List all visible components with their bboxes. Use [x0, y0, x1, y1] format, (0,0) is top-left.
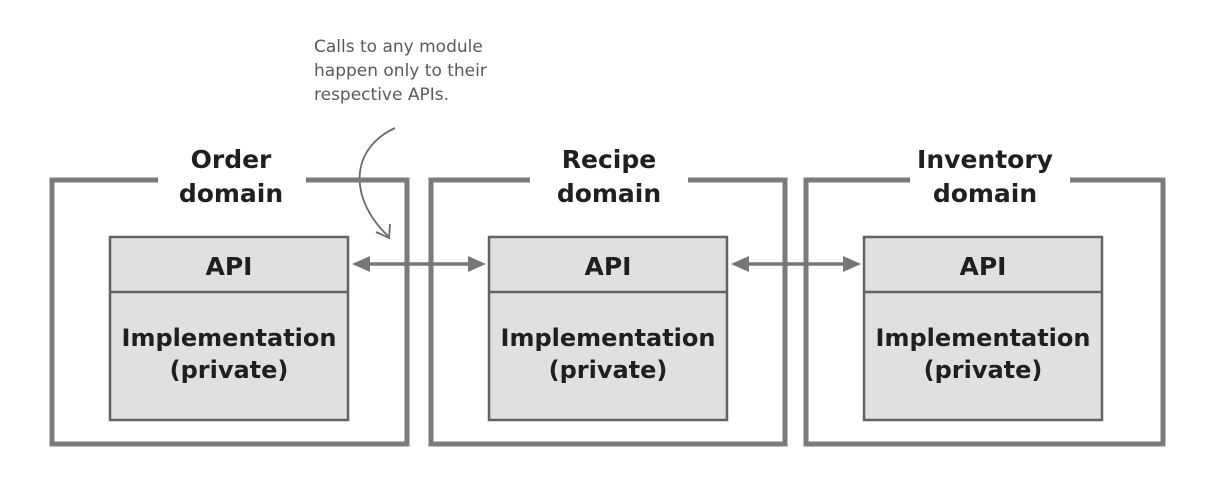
arrow-recipe-inventory-head-left	[731, 256, 749, 272]
domain-recipe-api-label: API	[585, 252, 632, 281]
domain-inventory-title-line-2: domain	[933, 179, 1037, 208]
callout-arrowhead	[375, 223, 391, 240]
domain-inventory-title-line-1: Inventory	[917, 145, 1053, 174]
domain-order: Order domain API Implementation (private…	[49, 145, 410, 447]
domain-recipe-frame	[428, 177, 788, 447]
domain-order-title-line-1: Order	[191, 145, 272, 174]
domain-order-impl-line-2: (private)	[170, 356, 289, 384]
domain-inventory-impl-line-2: (private)	[924, 356, 1043, 384]
domain-recipe-module-box	[487, 235, 729, 422]
arrow-order-recipe	[352, 256, 486, 272]
domain-recipe-impl-line-1: Implementation	[501, 324, 716, 352]
arrow-recipe-inventory-head-right	[843, 256, 861, 272]
domain-inventory: Inventory domain API Implementation (pri…	[803, 145, 1166, 447]
domain-recipe-title-line-2: domain	[557, 179, 661, 208]
domain-inventory-frame	[803, 177, 1166, 447]
arrow-order-recipe-head-left	[352, 256, 370, 272]
domain-inventory-impl-line-1: Implementation	[876, 324, 1091, 352]
arrow-order-recipe-head-right	[468, 256, 486, 272]
domain-recipe-title-line-1: Recipe	[562, 145, 656, 174]
domain-inventory-module-box	[862, 235, 1104, 422]
annotation-line-1: Calls to any module	[314, 37, 483, 57]
domain-recipe-impl-line-2: (private)	[549, 356, 668, 384]
domain-order-module-box	[108, 235, 350, 422]
annotation-line-2: happen only to their	[314, 61, 487, 81]
arrow-recipe-inventory	[731, 256, 861, 272]
domain-order-frame	[49, 177, 410, 447]
domain-inventory-api-label: API	[960, 252, 1007, 281]
domain-recipe: Recipe domain API Implementation (privat…	[428, 145, 788, 447]
domain-order-api-label: API	[206, 252, 253, 281]
annotation: Calls to any module happen only to their…	[314, 37, 487, 105]
domain-order-impl-line-1: Implementation	[122, 324, 337, 352]
annotation-line-3: respective APIs.	[314, 85, 449, 105]
domain-order-title-line-2: domain	[179, 179, 283, 208]
callout-curve	[358, 127, 396, 237]
callout-arrow	[358, 127, 396, 240]
